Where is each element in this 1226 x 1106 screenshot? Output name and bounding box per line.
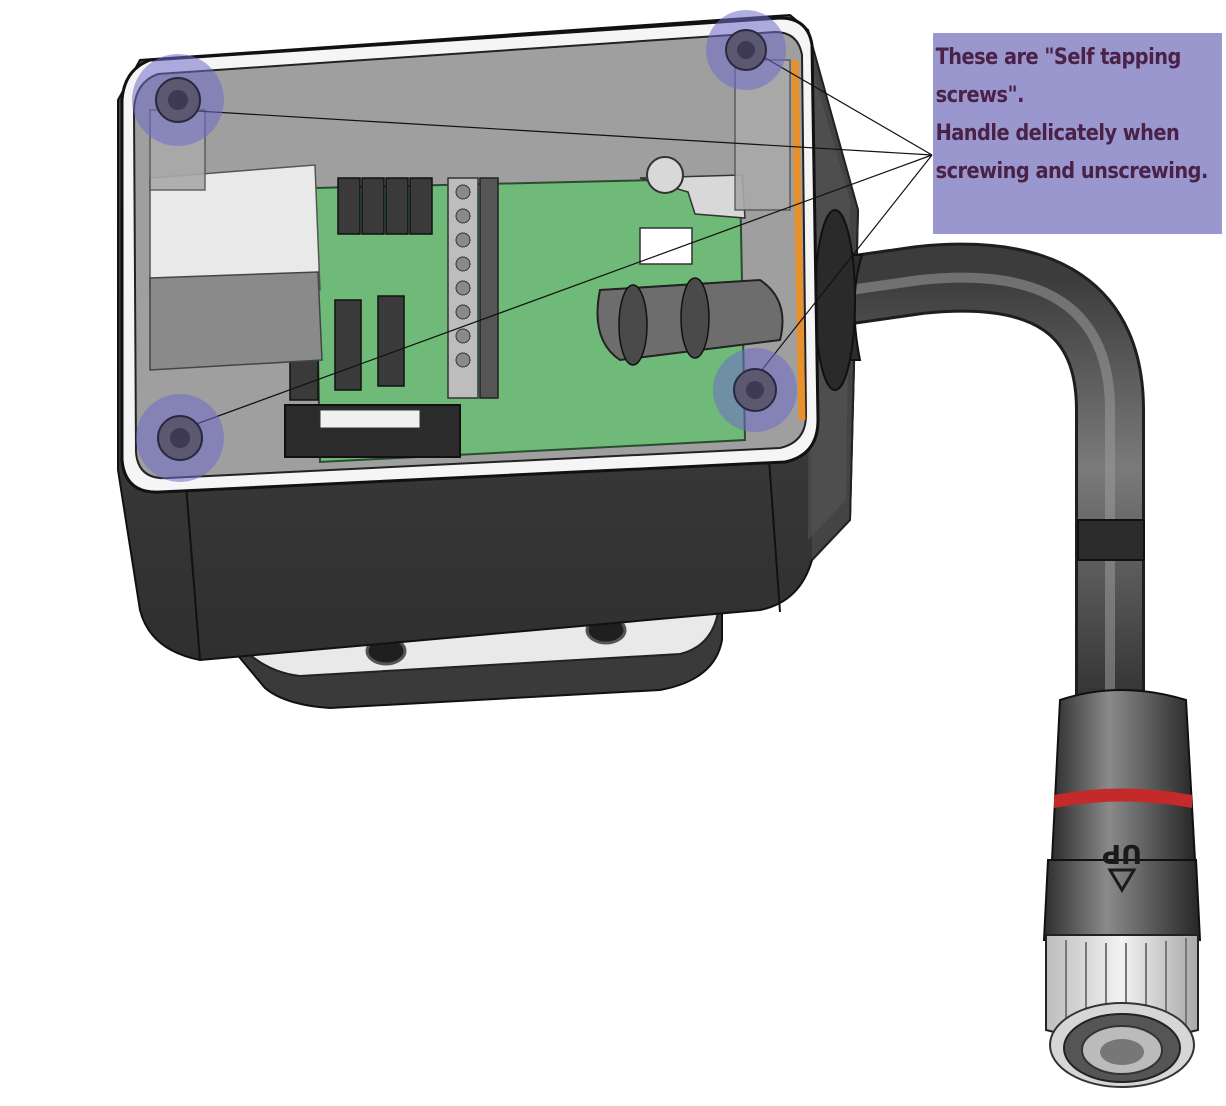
bottom-right-screw — [713, 348, 797, 432]
callout-line-1: These are "Self tapping — [935, 44, 1182, 70]
callout-line-3: Handle delicately when — [935, 120, 1180, 146]
bottom-left-screw — [136, 394, 224, 482]
callout-line-4: screwing and unscrewing. — [935, 158, 1209, 184]
screw-warning-callout: These are "Self tapping screws". Handle … — [933, 33, 1222, 234]
connector-up-marking: UP — [1102, 838, 1142, 868]
rj45-jack — [149, 164, 321, 291]
pcb-mount-screw — [646, 156, 684, 194]
gasket-edge — [791, 59, 806, 421]
pcb — [149, 156, 784, 464]
callout-line-2: screws". — [935, 82, 1025, 108]
connector-red-stripe — [1054, 788, 1192, 808]
cable — [814, 209, 1145, 700]
top-right-screw — [706, 10, 786, 90]
connector: UP — [1042, 689, 1202, 1088]
top-left-screw — [132, 54, 224, 146]
